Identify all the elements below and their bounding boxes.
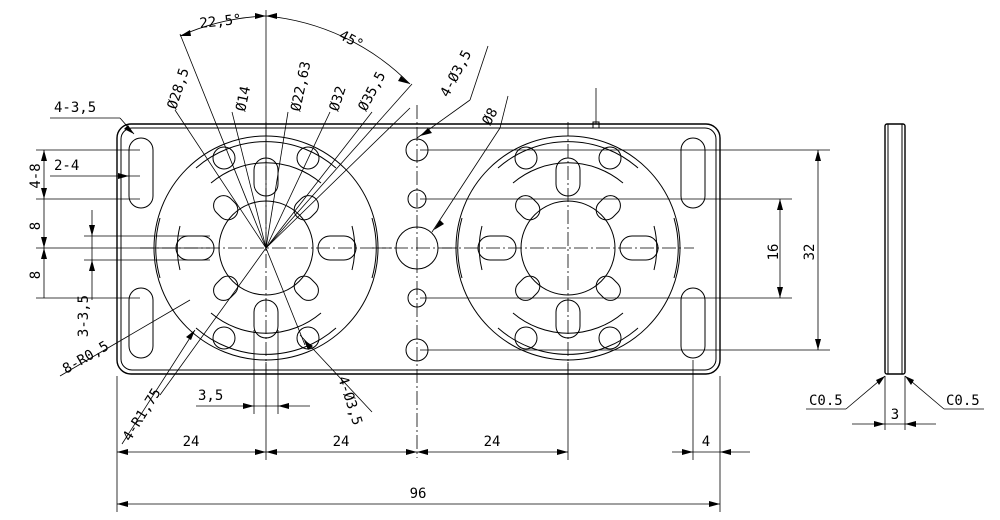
- chamfer-left: C0.5: [809, 393, 843, 409]
- dim-32: 32: [802, 244, 818, 261]
- angle-22-5: 22,5°: [199, 12, 243, 32]
- slot: [128, 287, 154, 359]
- dim-4: 4: [702, 434, 710, 450]
- dim-24-a: 24: [183, 434, 200, 450]
- dim-thickness: 3: [891, 407, 899, 423]
- dim-3-5: 3,5: [198, 388, 223, 404]
- slot: [680, 287, 706, 359]
- corner-radius-label: 8-R0,5: [60, 338, 112, 377]
- dia-32: Ø32: [327, 84, 350, 113]
- slot: [128, 137, 154, 209]
- dim-16: 16: [766, 244, 782, 261]
- plate-outline: [116, 123, 721, 375]
- dim-8-lower: 8: [28, 271, 44, 279]
- dim-8-upper: 8: [28, 222, 44, 230]
- fillet-radius-label: 4-R1,75: [120, 386, 165, 445]
- slot-holes-label: 4-3,5: [54, 100, 96, 116]
- dia-8-label: Ø8: [479, 105, 501, 127]
- right-disk-pattern: [441, 121, 695, 375]
- dia-14: Ø14: [233, 85, 254, 113]
- dim-24-c: 24: [484, 434, 501, 450]
- top-holes-label: 4-Ø3,5: [437, 48, 475, 100]
- dim-24-b: 24: [333, 434, 350, 450]
- slot-span-label: 4-8: [28, 163, 44, 188]
- side-view: [884, 123, 906, 375]
- dia-28-5: Ø28,5: [165, 66, 193, 111]
- dia-35-5: Ø35,5: [355, 69, 389, 114]
- dim-96: 96: [410, 486, 427, 502]
- slot-width-label: 2-4: [54, 158, 79, 174]
- dia-22-63: Ø22,63: [288, 60, 314, 113]
- bottom-holes-label: 4-Ø3,5: [334, 374, 365, 427]
- chamfer-right: C0.5: [946, 393, 980, 409]
- angle-45: 45°: [336, 27, 366, 53]
- slot: [680, 137, 706, 209]
- three-slot-label: 3-3,5: [76, 295, 92, 337]
